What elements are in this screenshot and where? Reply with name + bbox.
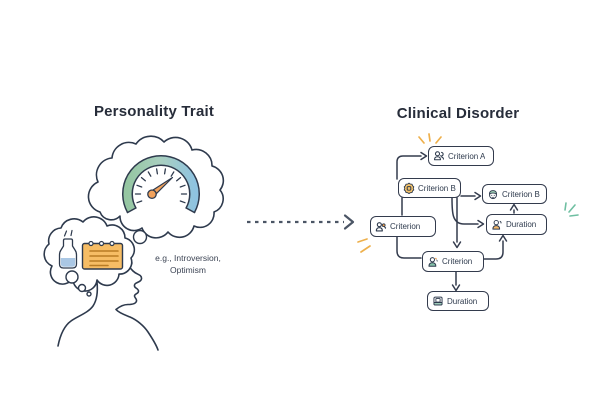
users-icon [433,151,445,161]
badge-icon [403,182,415,194]
gauge-needle-hub [147,189,157,200]
left-title: Personality Trait [93,103,215,120]
thought-bubble-small [43,216,136,297]
node-label: Criterion B [418,183,456,193]
face-cap-icon [488,190,498,200]
caption-line-1: e.g., Introversion, [155,253,221,263]
node-label: Duration [447,296,478,306]
node-duration-bottom: Duration [427,291,489,311]
node-criterion-b-right: Criterion B [482,184,547,204]
users-key-icon [375,221,387,232]
sparkle-right-icon [564,202,579,217]
node-criterion-b-left: Criterion B [398,178,461,198]
thought-bubble-large [87,135,225,266]
node-label: Criterion B [502,189,540,199]
head-face-line [115,245,159,351]
node-criterion-a: Criterion A [428,146,494,166]
caption-line-2: Optimism [170,265,206,275]
person-icon [492,219,502,230]
archive-icon [433,296,443,306]
sparkle-top-icon [418,133,442,144]
node-criterion-bottom: Criterion [422,251,484,272]
gauge-ticks [134,168,188,204]
node-label: Criterion [442,257,473,266]
bubble-trail-small [65,270,92,297]
gauge-meter [122,155,200,214]
node-duration-right: Duration [486,214,547,235]
node-label: Duration [506,220,537,229]
node-label: Criterion [390,222,421,231]
head-neck-line [57,281,99,347]
person-chat-icon [428,256,438,267]
node-criterion-left: Criterion [370,216,436,237]
right-title: Clinical Disorder [396,105,520,122]
caption-examples: e.g., Introversion, Optimism [138,252,238,276]
sparkle-left-icon [357,238,371,253]
node-label: Criterion A [448,151,486,161]
notepad-icon [81,240,124,270]
head-profile-illustration [57,245,159,351]
comparison-dashed-arrow [247,214,355,230]
bottle-icon [58,229,78,269]
cloud-outline [87,135,225,239]
flowchart-connectors [396,151,519,292]
